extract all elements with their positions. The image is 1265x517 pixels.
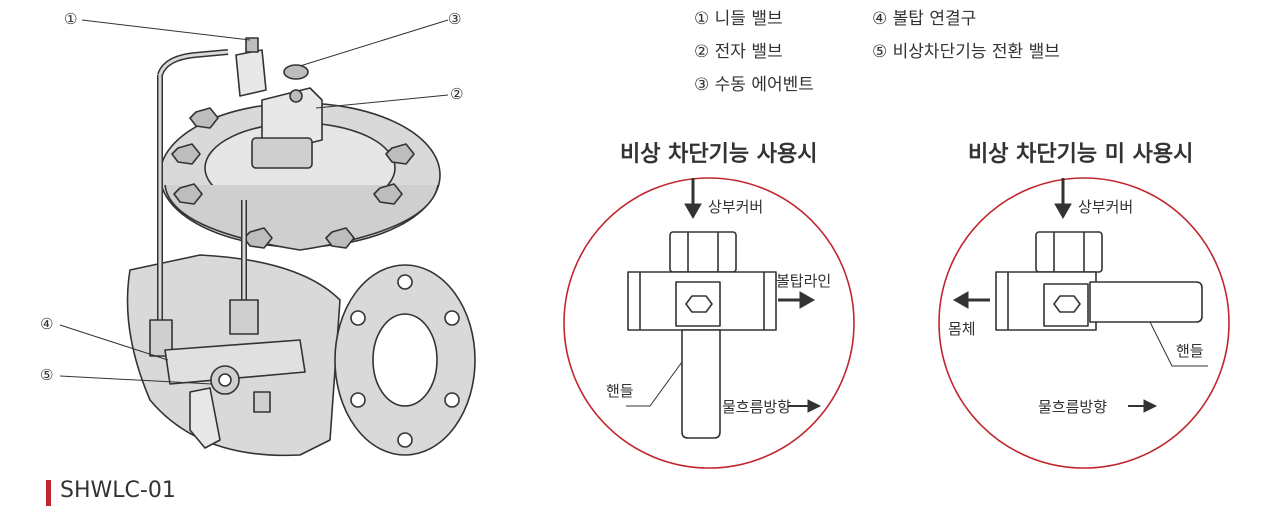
lever-handle — [189, 387, 221, 449]
valve-handle-1 — [681, 329, 721, 439]
panel-2-top-label: 상부커버 — [1078, 198, 1134, 216]
panel-2-side-label: 몸체 — [948, 320, 976, 338]
callout-5: ⑤ — [40, 366, 54, 384]
needle-valve — [235, 49, 267, 97]
callout-4: ④ — [40, 315, 54, 333]
model-name: SHWLC-01 — [60, 478, 176, 503]
model-accent-bar — [46, 480, 51, 506]
panel-1-flow-label: 물흐름방향 — [722, 398, 792, 416]
panel-1-handle-label: 핸들 — [606, 382, 634, 400]
legend-item-needle-valve: ① 니들 밸브 — [694, 9, 783, 29]
panel-2-flow-label: 물흐름방향 — [1038, 398, 1108, 416]
legend-item-solenoid-valve: ② 전자 밸브 — [694, 42, 783, 62]
panel-title-1: 비상 차단기능 사용시 — [620, 142, 818, 167]
valve-top-cap-1 — [669, 231, 737, 273]
valve-top-cap-2 — [1035, 231, 1103, 273]
callout-1: ① — [64, 10, 78, 28]
valve-handle-2 — [1089, 281, 1203, 323]
panel-circle-1 — [563, 177, 855, 469]
panel-2-handle-label: 핸들 — [1176, 342, 1204, 360]
flange-bolts — [171, 107, 415, 249]
panel-title-2: 비상 차단기능 미 사용시 — [968, 142, 1194, 167]
legend-item-ball-tap-connector: ④ 볼탑 연결구 — [872, 9, 977, 29]
callout-2: ② — [450, 85, 464, 103]
panel-1-side-label: 볼탑라인 — [776, 272, 832, 290]
callout-3: ③ — [448, 10, 462, 28]
panel-circle-2 — [938, 177, 1230, 469]
legend-item-shutoff-switch-valve: ⑤ 비상차단기능 전환 밸브 — [872, 42, 1060, 62]
air-vent — [283, 64, 309, 80]
legend-item-air-vent: ③ 수동 에어벤트 — [694, 75, 814, 95]
panel-1-top-label: 상부커버 — [708, 198, 764, 216]
